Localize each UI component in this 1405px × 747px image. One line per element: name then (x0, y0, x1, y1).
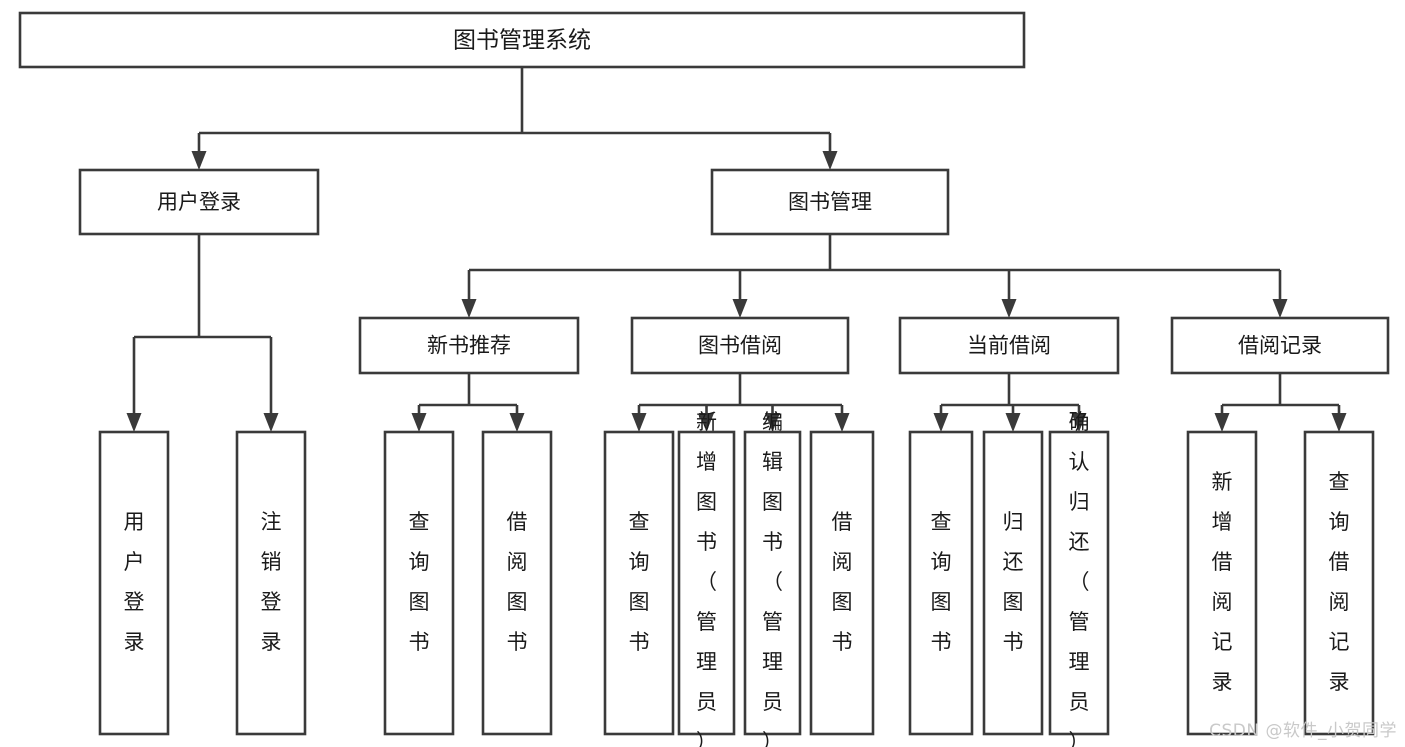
leaf-label: 注销登录 (261, 510, 282, 654)
node-book-borrow-box[interactable] (630, 316, 850, 375)
leaf-label: 归还图书 (1003, 510, 1024, 654)
leaf-label: 新增图书（管理员） (696, 410, 717, 747)
leaf-label: 新增借阅记录 (1212, 470, 1233, 694)
node-borrow-record-label: 借阅记录 (1238, 334, 1322, 358)
arrow-down-icon (822, 151, 838, 170)
leaf-label: 借阅图书 (507, 510, 528, 654)
leaf-box[interactable] (743, 430, 802, 736)
leaf-box[interactable] (982, 430, 1044, 736)
arrow-down-icon (263, 413, 279, 432)
leaf-box[interactable] (383, 430, 455, 736)
arrow-down-icon (1001, 299, 1017, 318)
node-book-manage-label: 图书管理 (788, 190, 872, 214)
arrow-down-icon (411, 413, 427, 432)
arrow-down-icon (732, 299, 748, 318)
arrow-down-icon (461, 299, 477, 318)
arrow-down-icon (1214, 413, 1230, 432)
leaf-label: 编辑图书（管理员） (762, 410, 783, 747)
node-current-borrow-box[interactable] (898, 316, 1120, 375)
leaf-label: 查询图书 (409, 510, 430, 654)
leaf-box[interactable] (1048, 430, 1110, 736)
leaf-box[interactable] (603, 430, 675, 736)
arrow-down-icon (631, 413, 647, 432)
node-borrow-record-box[interactable] (1170, 316, 1390, 375)
leaf-box[interactable] (235, 430, 307, 736)
leaf-label: 用户登录 (124, 510, 145, 654)
node-user-login-label: 用户登录 (157, 190, 241, 214)
arrow-down-icon (1331, 413, 1347, 432)
leaf-box[interactable] (1186, 430, 1258, 736)
leaf-label: 查询图书 (629, 510, 650, 654)
node-current-borrow-label: 当前借阅 (967, 334, 1051, 358)
arrow-down-icon (1071, 413, 1087, 432)
leaf-label: 确认归还（管理员） (1069, 410, 1090, 747)
leaf-label: 查询图书 (931, 510, 952, 654)
node-new-book-rec-label: 新书推荐 (427, 334, 511, 358)
leaf-box[interactable] (809, 430, 875, 736)
leaf-label: 借阅图书 (832, 510, 853, 654)
leaf-box[interactable] (98, 430, 170, 736)
arrow-down-icon (699, 413, 714, 432)
node-root-box[interactable] (18, 11, 1026, 69)
leaf-box[interactable] (908, 430, 974, 736)
leaf-label: 查询借阅记录 (1329, 470, 1350, 694)
leaf-box[interactable] (481, 430, 553, 736)
arrow-down-icon (1272, 299, 1288, 318)
leaf-box[interactable] (1303, 430, 1375, 736)
arrow-down-icon (765, 413, 780, 432)
node-book-manage-box[interactable] (710, 168, 950, 236)
arrow-down-icon (1005, 413, 1021, 432)
node-root-label: 图书管理系统 (453, 28, 591, 54)
node-new-book-rec-box[interactable] (358, 316, 580, 375)
node-book-borrow-label: 图书借阅 (698, 334, 782, 358)
arrow-down-icon (126, 413, 142, 432)
arrow-down-icon (509, 413, 525, 432)
arrow-down-icon (933, 413, 949, 432)
leaf-box[interactable] (677, 430, 736, 736)
arrow-down-icon (834, 413, 850, 432)
watermark-label: CSDN @软件_小贺同学 (1209, 721, 1397, 741)
arrow-down-icon (191, 151, 207, 170)
